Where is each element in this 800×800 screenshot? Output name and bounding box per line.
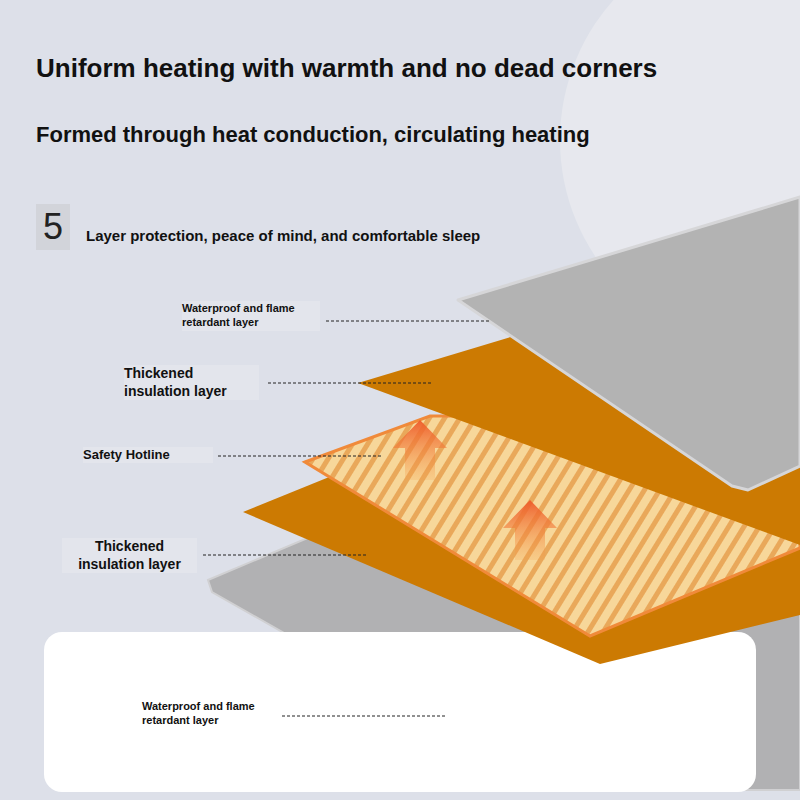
layer-label: Waterproof and flame retardant layer (142, 700, 278, 728)
callout-number: 5 (43, 209, 63, 245)
main-title: Uniform heating with warmth and no dead … (36, 52, 657, 85)
number-box: 5 (36, 204, 70, 250)
leader-line (203, 555, 368, 556)
layer-label: Thickened insulation layer (124, 365, 259, 400)
white-panel (44, 632, 756, 792)
leader-line (282, 716, 447, 717)
leader-line (326, 321, 490, 322)
leader-line (268, 383, 432, 384)
leader-line (218, 456, 383, 457)
heat-arrow (503, 500, 557, 560)
subtitle: Formed through heat conduction, circulat… (36, 121, 590, 149)
layer-label: Waterproof and flame retardant layer (182, 301, 320, 331)
top-plate (458, 197, 800, 490)
section-heading: Layer protection, peace of mind, and com… (86, 227, 480, 246)
layer-label: Safety Hotline (83, 447, 213, 463)
layer-label: Thickened insulation layer (62, 538, 197, 573)
heat-arrow (393, 420, 447, 480)
